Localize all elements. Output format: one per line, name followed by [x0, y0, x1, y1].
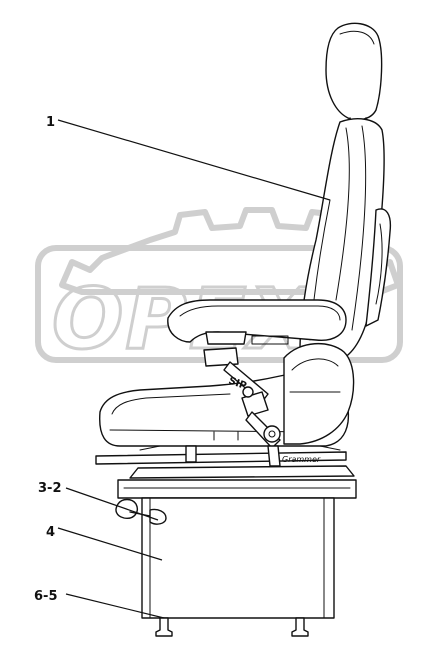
leader-6-5 [65, 593, 165, 619]
seatbelt-assembly: SIP [203, 342, 355, 449]
leader-3-2 [65, 487, 159, 521]
slide-rail: Grammer [95, 445, 347, 467]
callout-3-2: 3-2 [38, 481, 62, 496]
callout-labels: 1 3-2 4 6-5 [34, 115, 62, 604]
callout-1: 1 [46, 115, 55, 130]
callout-6-5: 6-5 [34, 589, 58, 604]
leader-4 [57, 527, 163, 561]
suspension-top [117, 465, 357, 499]
armrest [167, 299, 347, 345]
mounting-studs [155, 617, 309, 637]
backrest [299, 118, 392, 359]
headrest [325, 22, 383, 127]
suspension-housing [141, 497, 335, 619]
brand-mark: Grammer [282, 455, 321, 464]
callout-4: 4 [46, 525, 55, 540]
leader-1 [57, 119, 331, 201]
callout-leaders [57, 119, 331, 619]
